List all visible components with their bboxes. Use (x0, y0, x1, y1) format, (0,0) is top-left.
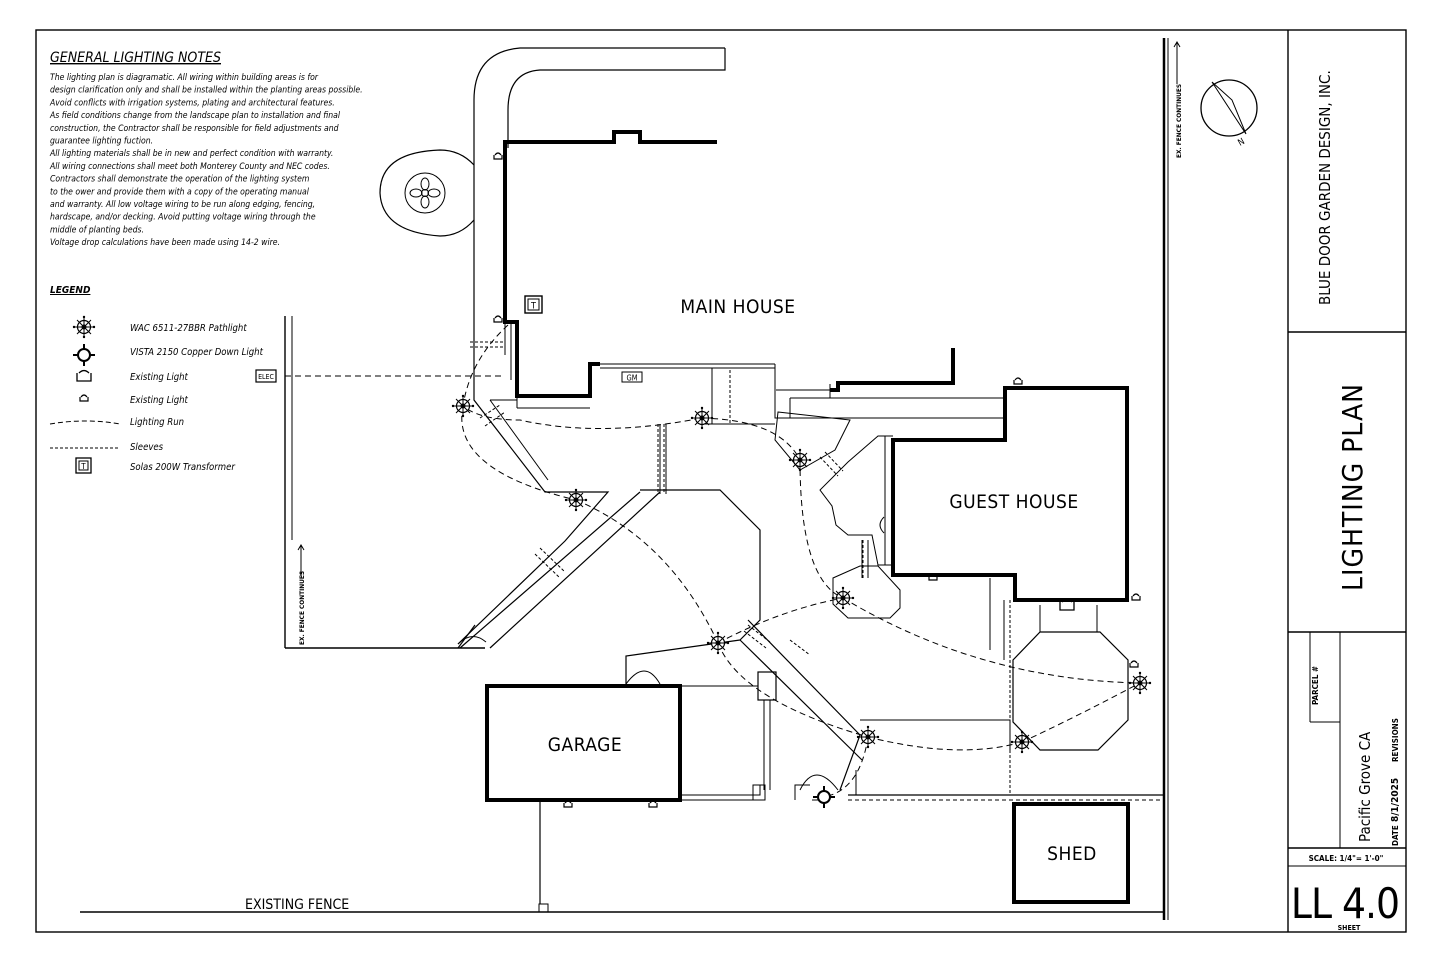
site-plan: T GM (80, 47, 1164, 913)
legend-label-sleeves: Sleeves (130, 442, 164, 453)
drawing-title: LIGHTING PLAN (1336, 383, 1369, 591)
note-line: and warranty. All low voltage wiring to … (50, 200, 315, 210)
legend-label-downlight: VISTA 2150 Copper Down Light (130, 347, 264, 358)
pathlight-icon (1128, 671, 1152, 695)
note-line: As field conditions change from the land… (49, 111, 341, 121)
existing-small-light-icon (1129, 660, 1139, 668)
note-line: Contractors shall demonstrate the operat… (50, 175, 309, 185)
legend-label-transformer: Solas 200W Transformer (130, 462, 235, 473)
svg-text:EX. FENCE CONTINUES: EX. FENCE CONTINUES (1175, 84, 1183, 158)
existing-light-icon (1059, 598, 1075, 611)
legend-label-pathlight: WAC 6511-27BBR Pathlight (130, 323, 247, 334)
note-line: to the ower and provide them with a copy… (50, 187, 310, 197)
note-line: All wiring connections shall meet both M… (49, 162, 330, 172)
note-line: All lighting materials shall be in new a… (49, 149, 333, 159)
existing-small-light-icon (493, 152, 503, 160)
existing-small-light-icon (1013, 377, 1023, 385)
note-line: middle of planting beds. (50, 225, 144, 235)
shed-outline (1012, 802, 1130, 904)
legend-label-existing-light-2: Existing Light (130, 395, 189, 406)
pathlight-icon (690, 406, 714, 430)
fence-note-right: EX. FENCE CONTINUES (1173, 41, 1183, 158)
sheet-number: LL 4.0 (1291, 879, 1399, 928)
date-value: 8/1/2025 (1390, 778, 1401, 822)
transformer: T (524, 295, 543, 314)
legend: LEGEND WAC 6511-27BBR Pathlight VISTA 21… (49, 285, 264, 474)
location: Pacific Grove CA (1356, 731, 1374, 842)
existing-small-light-icon (79, 394, 89, 402)
existing-small-light-icon (493, 315, 503, 323)
svg-text:T: T (80, 462, 86, 471)
fence-note-left: EX. FENCE CONTINUES (297, 544, 306, 645)
pathlight-icon (856, 725, 880, 749)
legend-title: LEGEND (50, 285, 91, 296)
note-line: guarantee lighting fuction. (50, 137, 153, 147)
note-line: Avoid conflicts with irrigation systems,… (49, 98, 335, 108)
downlight-icon (812, 785, 836, 809)
main-house-label: MAIN HOUSE (680, 296, 795, 318)
note-line: Voltage drop calculations have been made… (50, 238, 280, 248)
existing-small-light-icon (1131, 593, 1141, 601)
note-line: hardscape, and/or decking. Avoid putting… (50, 213, 316, 223)
scale-label: SCALE: 1/4"= 1'-0" (1309, 854, 1384, 863)
revisions-label: REVISIONS (1391, 718, 1400, 762)
downlight-icon (72, 343, 96, 367)
svg-text:EX. FENCE CONTINUES: EX. FENCE CONTINUES (298, 571, 306, 645)
sleeves (470, 341, 864, 656)
pathlight-icon (72, 315, 96, 339)
north-label: N (1237, 137, 1247, 149)
note-line: design clarification only and shall be i… (50, 86, 363, 96)
existing-light-icon (76, 369, 92, 382)
existing-fence-label: EXISTING FENCE (245, 897, 349, 913)
general-lighting-notes: GENERAL LIGHTING NOTES The lighting plan… (49, 50, 363, 248)
legend-label-lighting-run: Lighting Run (130, 417, 184, 428)
pathlight-icon (788, 448, 812, 472)
garage-label: GARAGE (548, 734, 622, 756)
gas-meter (621, 371, 643, 383)
guest-house-label: GUEST HOUSE (949, 491, 1078, 513)
electric-meter (255, 369, 277, 383)
date-label: DATE (1391, 825, 1400, 846)
note-line: construction, the Contractor shall be re… (50, 124, 339, 134)
legend-label-existing-light: Existing Light (130, 372, 189, 383)
existing-lights (493, 152, 1141, 808)
transformer-icon: T (75, 457, 92, 474)
pathlight-icon (1010, 730, 1034, 754)
note-line: The lighting plan is diagramatic. All wi… (50, 73, 319, 83)
pathlight-icon (451, 394, 475, 418)
svg-text:T: T (530, 302, 536, 312)
lighting-runs (461, 324, 1141, 798)
notes-title: GENERAL LIGHTING NOTES (50, 50, 221, 66)
fountain (379, 149, 475, 237)
parcel-label: PARCEL # (1311, 666, 1320, 705)
lighting-run-icon (49, 420, 121, 425)
company-name: BLUE DOOR GARDEN DESIGN, INC. (1316, 70, 1334, 305)
title-block: BLUE DOOR GARDEN DESIGN, INC. LIGHTING P… (1288, 70, 1406, 932)
pathlight-icon (706, 631, 730, 655)
svg-text:ELEC: ELEC (258, 373, 274, 381)
sheet-label: SHEET (1338, 924, 1361, 932)
shed-label: SHED (1047, 843, 1097, 865)
svg-text:GM: GM (626, 374, 637, 383)
sheet-border (35, 29, 1407, 933)
north-arrow-icon: N (1200, 79, 1258, 149)
garage-outline (485, 684, 682, 802)
